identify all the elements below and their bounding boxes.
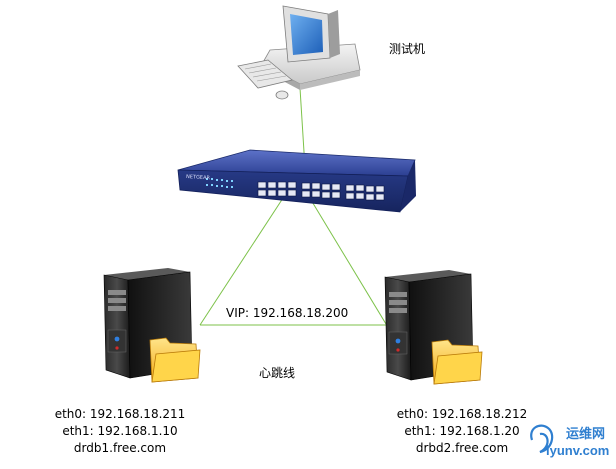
switch-icon: NETGEAR	[177, 149, 416, 213]
node2-eth1: eth1: 192.168.1.20	[404, 424, 520, 438]
node2-eth0: eth0: 192.168.18.212	[396, 407, 528, 421]
node1-hostname: drdb1.free.com	[73, 441, 167, 455]
folder-icon	[431, 339, 483, 385]
link-switch-node1	[199, 194, 286, 326]
node1-eth0: eth0: 192.168.18.211	[54, 407, 186, 421]
watermark-cn: 运维网	[566, 427, 606, 442]
server-node-1	[103, 268, 201, 383]
vip-label: VIP: 192.168.18.200	[226, 306, 349, 320]
link-switch-node2	[307, 194, 387, 325]
test-machine-label: 测试机	[389, 42, 426, 56]
switch-brand: NETGEAR	[186, 174, 211, 181]
folder-icon	[149, 337, 201, 383]
watermark: 运维网 iyunv.com	[526, 421, 612, 465]
node1-eth1: eth1: 192.168.1.10	[62, 424, 178, 438]
watermark-logo-icon	[530, 424, 554, 454]
computer-icon	[237, 5, 361, 100]
watermark-en: iyunv.com	[546, 443, 610, 458]
heartbeat-label: 心跳线	[259, 366, 296, 380]
node2-hostname: drbd2.free.com	[415, 441, 509, 455]
server-node-2	[384, 270, 483, 385]
